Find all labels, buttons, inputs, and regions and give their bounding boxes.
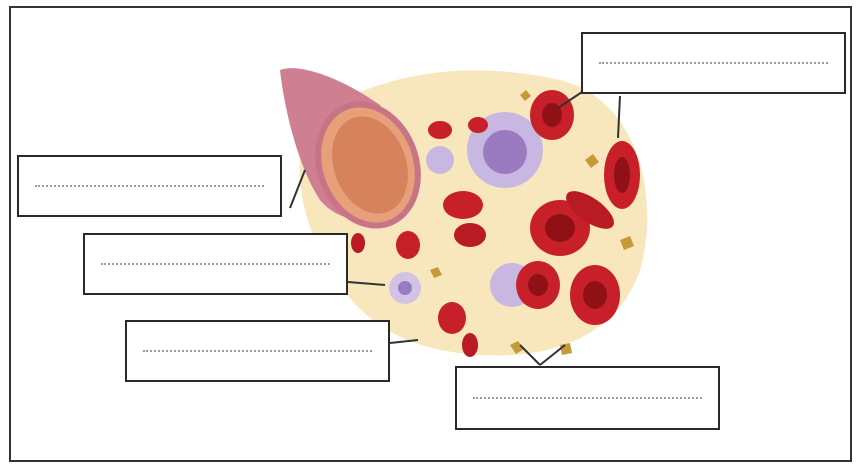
label-box-left-1[interactable] [17, 155, 282, 217]
label-box-left-3[interactable] [125, 320, 390, 382]
label-box-top-right[interactable] [581, 32, 846, 94]
blank-line [599, 62, 828, 64]
blank-line [473, 397, 702, 399]
blank-line [143, 350, 372, 352]
blank-line [35, 185, 264, 187]
label-box-bottom-right[interactable] [455, 366, 720, 430]
label-box-left-2[interactable] [83, 233, 348, 295]
blank-line [101, 263, 330, 265]
white-cell [426, 146, 454, 174]
